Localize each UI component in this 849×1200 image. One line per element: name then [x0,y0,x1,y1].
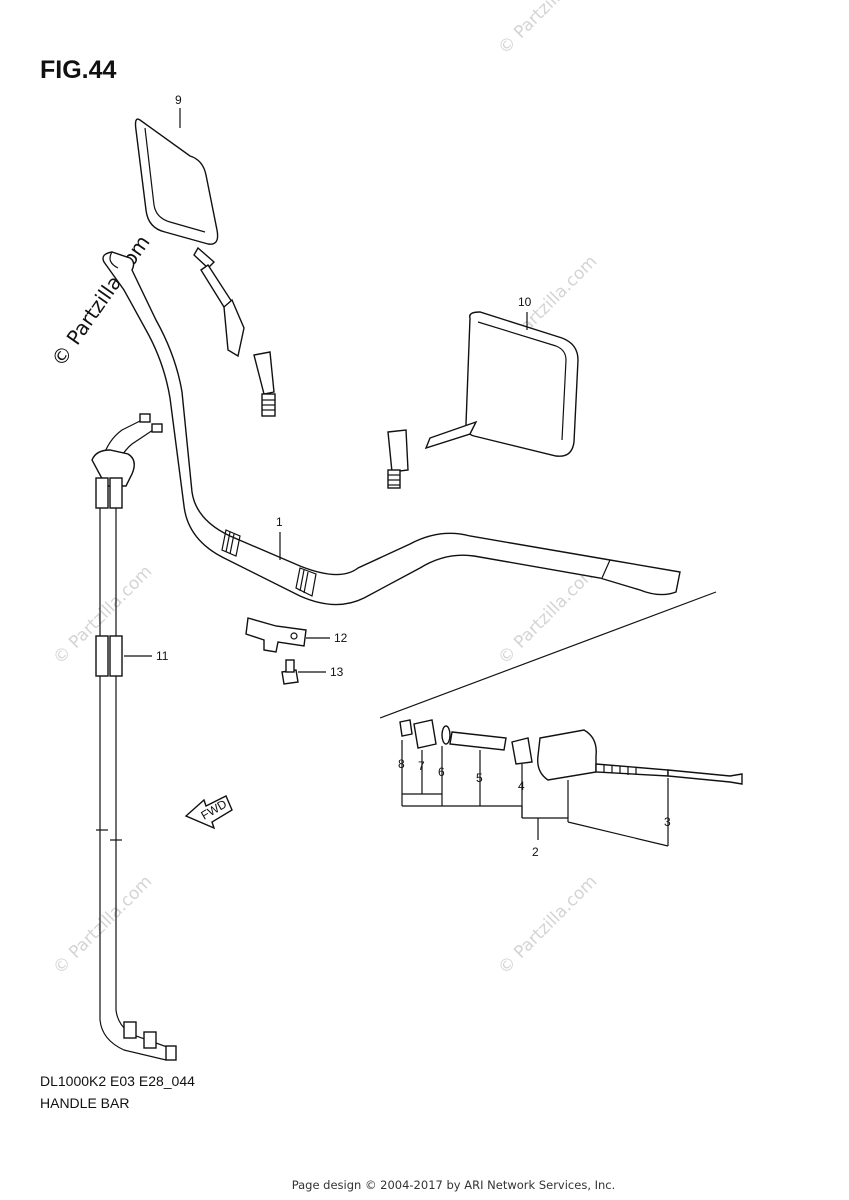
watermark-text: © Partzilla.com [494,0,601,59]
mirror-left [134,118,276,417]
model-code: DL1000K2 E03 E28_044 [40,1073,195,1089]
callouts: 9 10 1 11 12 13 8 7 6 5 4 3 2 [124,93,671,859]
cable-clamp [245,617,307,653]
watermark-group: © Partzilla.com © Partzilla.com © Partzi… [46,0,601,979]
callout-8: 8 [398,757,405,771]
callout-1: 1 [276,515,283,529]
callout-2: 2 [532,845,539,859]
callout-13: 13 [330,665,344,679]
bolt [281,659,299,685]
callout-9: 9 [175,93,182,107]
callout-10: 10 [518,295,532,309]
callout-3: 3 [664,815,671,829]
watermark-text: © Partzilla.com [49,872,156,979]
callout-12: 12 [334,631,348,645]
footer: Page design © 2004-2017 by ARI Network S… [0,1178,849,1192]
handle-bar [102,251,681,606]
balancer-assembly [379,591,743,785]
callout-7: 7 [418,759,425,773]
fwd-arrow-icon: FWD [184,795,233,830]
callout-4: 4 [518,779,525,793]
figure-title: FIG.44 [40,56,117,84]
mirror-right [387,311,579,489]
section-name: HANDLE BAR [40,1095,130,1111]
watermark-text: © Partzilla.com [494,562,601,669]
callout-6: 6 [438,765,445,779]
footer-text: Page design © 2004-2017 by ARI Network S… [291,1178,616,1192]
throttle-cable [91,413,177,1061]
callout-11: 11 [156,649,169,663]
watermark-text: © Partzilla.com [494,872,601,979]
callout-5: 5 [476,771,483,785]
